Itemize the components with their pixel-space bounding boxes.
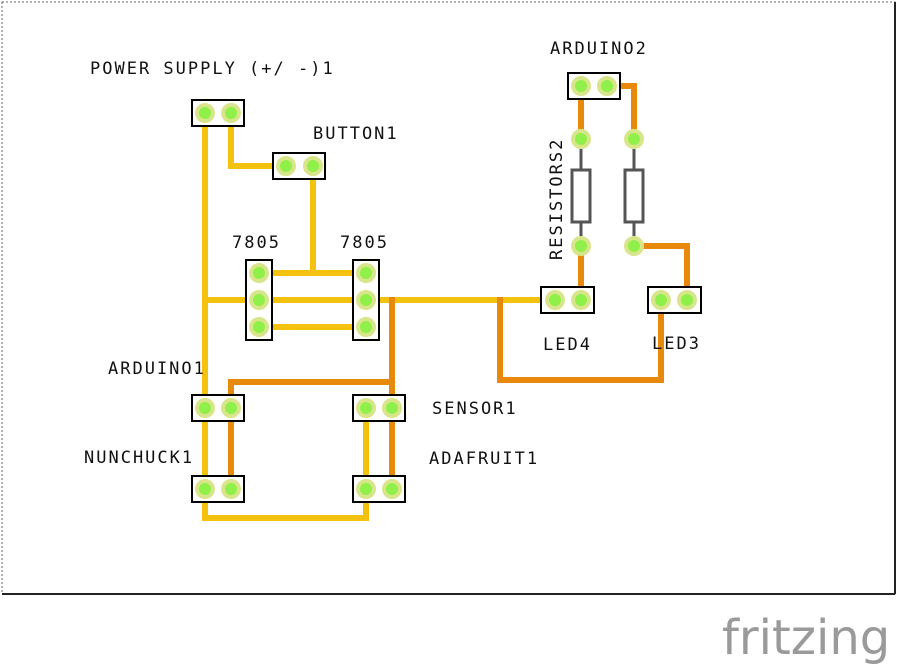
trace-resistor-to-led3 (631, 243, 690, 303)
header-power-supply[interactable] (191, 99, 245, 127)
label-arduino2: ARDUINO2 (550, 39, 648, 59)
pin-pad[interactable] (221, 398, 241, 418)
resistor-pad[interactable] (624, 129, 644, 149)
pin-pad[interactable] (276, 156, 296, 176)
label-arduino1: ARDUINO1 (108, 359, 206, 379)
resistors-part[interactable] (570, 129, 645, 256)
header-sensor[interactable] (352, 394, 406, 422)
header-button[interactable] (272, 152, 326, 180)
pin-pad[interactable] (571, 290, 591, 310)
pin-pad[interactable] (221, 103, 241, 123)
pin-pad[interactable] (249, 290, 269, 310)
pin-pad[interactable] (356, 398, 376, 418)
pin-pad[interactable] (677, 290, 697, 310)
pin-pad[interactable] (597, 76, 617, 96)
pin-pad[interactable] (195, 103, 215, 123)
pin-pad[interactable] (382, 479, 402, 499)
label-adafruit: ADAFRUIT1 (429, 449, 539, 469)
label-regulator-right: 7805 (340, 233, 389, 253)
pin-pad[interactable] (356, 290, 376, 310)
pin-pad[interactable] (356, 479, 376, 499)
pin-pad[interactable] (571, 76, 591, 96)
regulator-left[interactable] (245, 259, 273, 341)
label-regulator-left: 7805 (232, 233, 281, 253)
header-arduino1[interactable] (191, 394, 245, 422)
pin-pad[interactable] (249, 317, 269, 337)
regulator-right[interactable] (352, 259, 380, 341)
pin-pad[interactable] (195, 398, 215, 418)
pin-pad[interactable] (545, 290, 565, 310)
resistor-pad[interactable] (571, 236, 591, 256)
pin-pad[interactable] (651, 290, 671, 310)
label-led4: LED4 (543, 335, 592, 355)
trace-led4-to-led3 (497, 297, 664, 383)
resistor-b-body (623, 168, 645, 224)
pin-pad[interactable] (303, 156, 323, 176)
label-sensor: SENSOR1 (432, 399, 518, 419)
header-led4[interactable] (540, 286, 595, 314)
pin-pad[interactable] (249, 263, 269, 283)
label-resistors: RESISTORS2 (547, 138, 567, 260)
pin-pad[interactable] (195, 479, 215, 499)
label-led3: LED3 (652, 334, 701, 354)
trace-ground-bus (202, 110, 369, 521)
label-button: BUTTON1 (313, 124, 399, 144)
header-led3[interactable] (647, 286, 702, 314)
header-arduino2[interactable] (567, 72, 621, 100)
header-adafruit[interactable] (352, 475, 406, 503)
pin-pad[interactable] (356, 317, 376, 337)
trace-power-to-button (228, 110, 289, 169)
pin-pad[interactable] (356, 263, 376, 283)
header-nunchuck[interactable] (191, 475, 245, 503)
fritzing-logo: fritzing (722, 610, 890, 666)
label-power-supply: POWER SUPPLY (+/ -)1 (90, 59, 335, 79)
label-nunchuck: NUNCHUCK1 (84, 448, 194, 468)
resistor-pad[interactable] (624, 236, 644, 256)
pin-pad[interactable] (382, 398, 402, 418)
resistor-pad[interactable] (571, 129, 591, 149)
pin-pad[interactable] (221, 479, 241, 499)
resistor-a-body (570, 168, 592, 224)
